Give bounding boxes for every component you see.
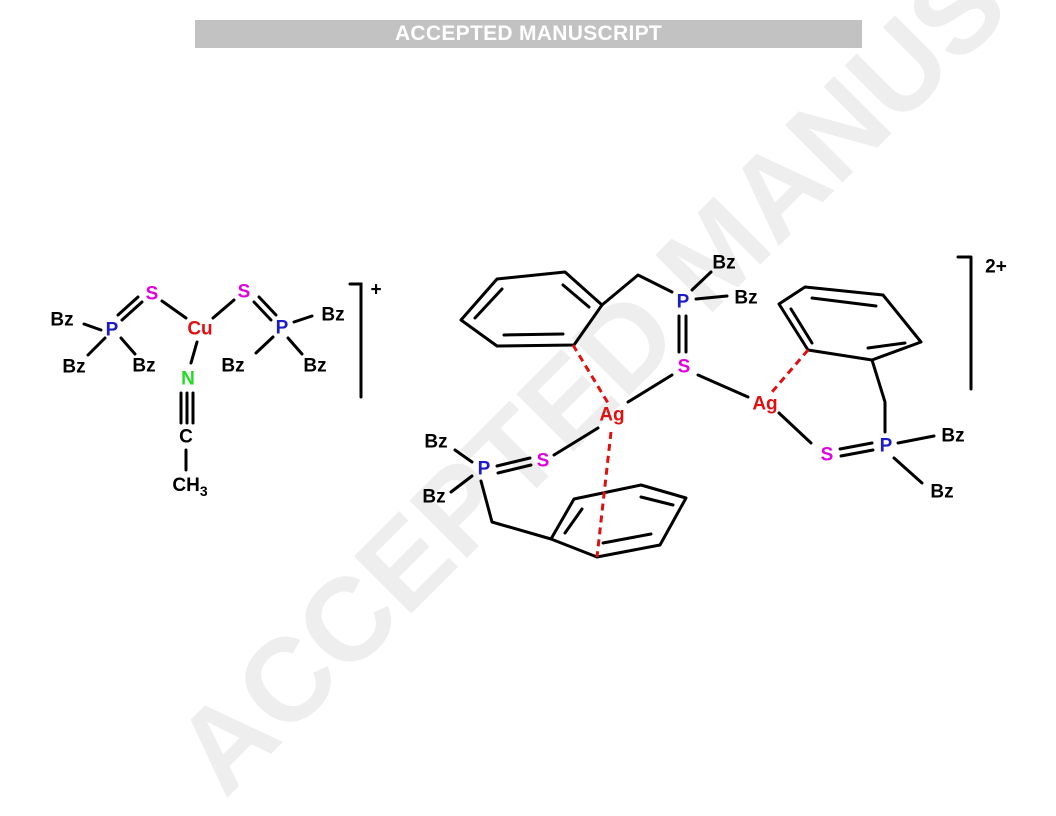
aromatic-bond xyxy=(502,332,565,337)
bond xyxy=(292,314,314,324)
banner-text: ACCEPTED MANUSCRIPT xyxy=(394,22,663,45)
bond xyxy=(870,358,887,434)
atom-silver: Ag xyxy=(599,405,624,426)
bond xyxy=(160,299,188,320)
atom-bz: Bz xyxy=(422,487,445,508)
atom-bz: Bz xyxy=(941,426,964,447)
aromatic-bond xyxy=(563,507,584,535)
atom-copper: Cu xyxy=(187,319,212,340)
charge-bracket xyxy=(956,255,973,391)
methyl-group: CH3 xyxy=(172,475,207,500)
copper-complex-labels: Bz Bz Bz Bz Bz Bz P P S S Cu N C CH3 + xyxy=(50,280,381,500)
metal-arene-contacts xyxy=(571,344,810,558)
atom-phosphorus: P xyxy=(478,459,491,480)
double-bond xyxy=(496,463,533,475)
charge-bracket xyxy=(348,282,363,399)
bond xyxy=(211,298,236,320)
atom-sulfur: S xyxy=(537,451,550,472)
atom-sulfur: S xyxy=(238,282,251,303)
aromatic-bond xyxy=(810,296,878,308)
bond xyxy=(86,336,107,357)
accepted-manuscript-banner: ACCEPTED MANUSCRIPT xyxy=(195,20,862,48)
ag-arene-contact xyxy=(595,431,613,558)
silver-complex-labels: Bz Bz Bz Bz Bz Bz P P P S S S Ag Ag 2+ xyxy=(422,253,1006,508)
aromatic-bond xyxy=(601,532,653,545)
double-bond xyxy=(838,441,874,451)
aromatic-bond xyxy=(866,341,907,350)
bond xyxy=(694,294,729,301)
bond xyxy=(777,411,813,445)
double-bond xyxy=(839,448,875,458)
atom-bz: Bz xyxy=(303,356,326,377)
atom-bz: Bz xyxy=(221,356,244,377)
atom-nitrogen: N xyxy=(181,369,195,390)
double-bond xyxy=(495,456,532,468)
bond xyxy=(82,322,103,332)
atom-silver: Ag xyxy=(752,394,777,415)
bond xyxy=(252,300,273,322)
bond xyxy=(119,336,137,356)
bond xyxy=(552,426,600,457)
aromatic-bond xyxy=(639,495,675,507)
bond xyxy=(600,273,674,307)
atom-bz: Bz xyxy=(712,253,735,274)
bond xyxy=(189,340,199,365)
atom-sulfur: S xyxy=(821,445,834,466)
aromatic-bond xyxy=(789,307,814,345)
atom-phosphorus: P xyxy=(276,318,289,339)
bond xyxy=(254,335,275,355)
bond xyxy=(696,373,750,399)
atom-bz: Bz xyxy=(930,482,953,503)
bond xyxy=(286,336,304,356)
atom-phosphorus: P xyxy=(880,436,893,457)
atom-bz: Bz xyxy=(132,356,155,377)
aromatic-bond xyxy=(561,283,591,309)
atom-sulfur: S xyxy=(678,357,691,378)
charge-label: + xyxy=(370,280,381,301)
atom-phosphorus: P xyxy=(106,320,119,341)
atom-bz: Bz xyxy=(50,310,73,331)
atom-carbon: C xyxy=(179,427,193,448)
atom-sulfur: S xyxy=(146,284,159,305)
atom-phosphorus: P xyxy=(677,292,690,313)
bond xyxy=(120,300,144,322)
benzene-ring xyxy=(549,483,688,559)
bond xyxy=(690,270,713,292)
aromatic-bond xyxy=(473,287,504,320)
bond xyxy=(896,434,936,445)
bond xyxy=(626,373,674,404)
atom-bz: Bz xyxy=(424,432,447,453)
copper-complex xyxy=(82,282,363,472)
bond xyxy=(449,474,474,494)
atom-bz: Bz xyxy=(321,305,344,326)
bond xyxy=(257,295,278,317)
bond xyxy=(453,448,474,464)
atom-bz: Bz xyxy=(62,357,85,378)
bond xyxy=(116,295,140,317)
ag-arene-contact xyxy=(770,349,810,393)
bond xyxy=(479,479,553,541)
charge-label: 2+ xyxy=(985,257,1007,278)
bond xyxy=(892,456,924,485)
atom-bz: Bz xyxy=(734,288,757,309)
